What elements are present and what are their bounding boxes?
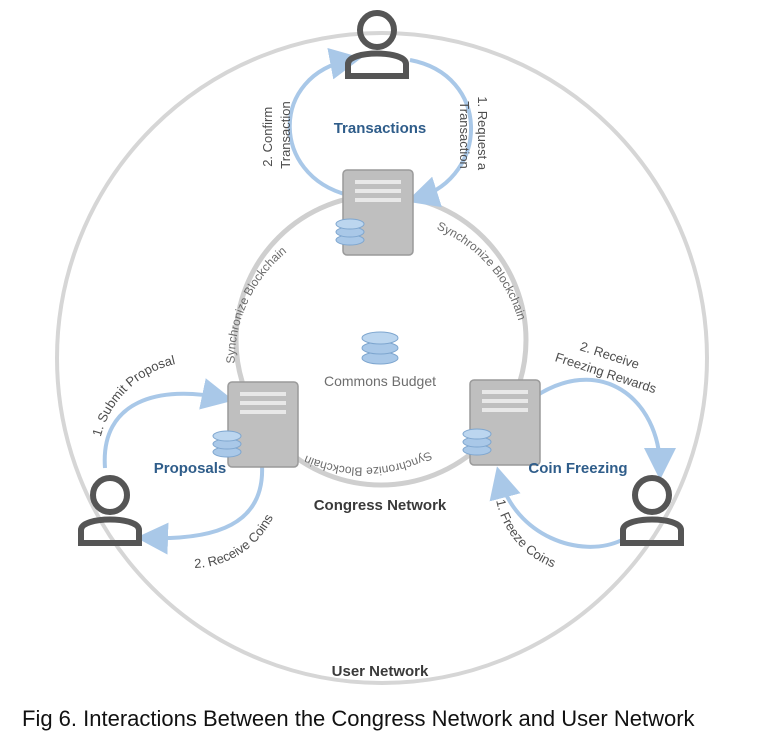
receive-freezing-rewards-label: 2. Receive Freezing Rewards	[553, 332, 664, 396]
freeze-coins-label: 1. Freeze Coins	[493, 498, 558, 571]
coin-stack-icon	[361, 331, 399, 365]
coin-freezing-title: Coin Freezing	[528, 460, 627, 477]
database-icon	[212, 430, 242, 458]
freeze-coins-arrow	[489, 466, 623, 549]
user-network-ring	[55, 31, 709, 685]
user-icon	[620, 475, 684, 546]
confirm-transaction-arrow	[287, 47, 362, 197]
database-icon	[462, 428, 492, 456]
receive-coins-arrow	[136, 464, 265, 555]
receive-coins-label: 2. Receive Coins	[194, 511, 276, 571]
congress-network-label: Congress Network	[314, 497, 447, 514]
user-network-label: User Network	[332, 663, 429, 680]
request-transaction-label: 1. Request a Transaction	[457, 96, 490, 173]
proposals-title: Proposals	[154, 460, 227, 477]
interaction-diagram: Commons Budget Transactions Proposals Co…	[55, 10, 709, 685]
proposals-server	[227, 381, 299, 468]
request-transaction-arrow	[406, 58, 473, 208]
user-icon	[345, 10, 409, 79]
commons-budget-label: Commons Budget	[324, 373, 436, 389]
database-icon	[335, 218, 365, 246]
transactions-title: Transactions	[334, 120, 427, 137]
receive-freezing-rewards-arrow	[528, 377, 676, 480]
submit-proposal-arrow	[102, 378, 234, 469]
user-icon	[78, 475, 142, 546]
figure-caption: Fig 6. Interactions Between the Congress…	[22, 706, 695, 731]
confirm-transaction-label: 2. Confirm Transaction	[260, 101, 293, 168]
